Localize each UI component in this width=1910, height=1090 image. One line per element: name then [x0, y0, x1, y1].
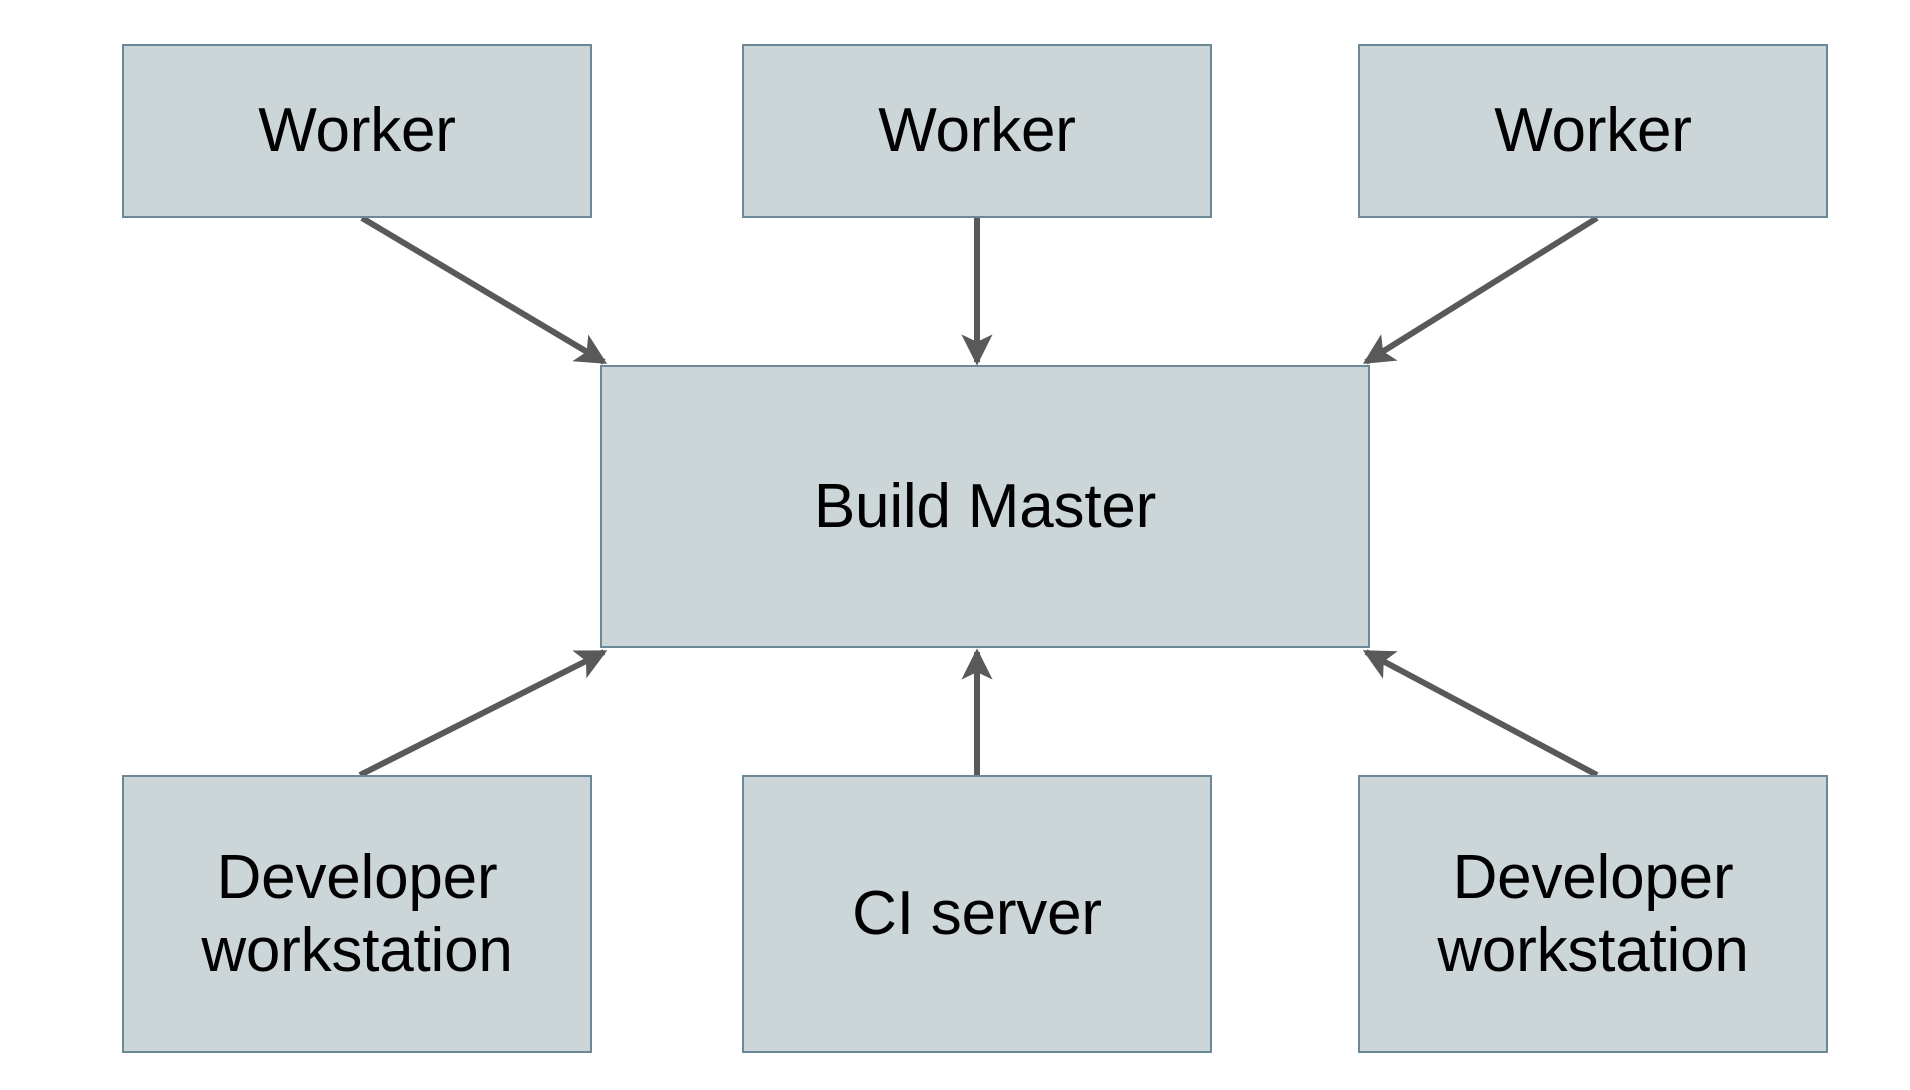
node-developer-workstation-left[interactable]: Developer workstation — [122, 775, 592, 1053]
node-build-master[interactable]: Build Master — [600, 365, 1370, 648]
node-worker-2[interactable]: Worker — [742, 44, 1212, 218]
node-label-ci-server: CI server — [852, 879, 1102, 949]
node-developer-workstation-right[interactable]: Developer workstation — [1358, 775, 1828, 1053]
node-label-developer-workstation-left: Developer workstation — [201, 842, 513, 985]
node-label-developer-workstation-right: Developer workstation — [1437, 842, 1749, 985]
node-label-build-master: Build Master — [813, 471, 1157, 541]
edge-developer-workstation-left-to-build-master — [358, 649, 608, 778]
edge-worker-3-to-build-master — [1362, 215, 1599, 365]
node-worker-1[interactable]: Worker — [122, 44, 592, 218]
node-label-worker-1: Worker — [258, 96, 456, 166]
node-ci-server[interactable]: CI server — [742, 775, 1212, 1053]
node-label-worker-3: Worker — [1494, 96, 1692, 166]
node-label-worker-2: Worker — [878, 96, 1076, 166]
edge-worker-1-to-build-master — [360, 215, 608, 365]
node-worker-3[interactable]: Worker — [1358, 44, 1828, 218]
edge-developer-workstation-right-to-build-master — [1362, 649, 1599, 778]
edges-group — [358, 215, 1599, 778]
